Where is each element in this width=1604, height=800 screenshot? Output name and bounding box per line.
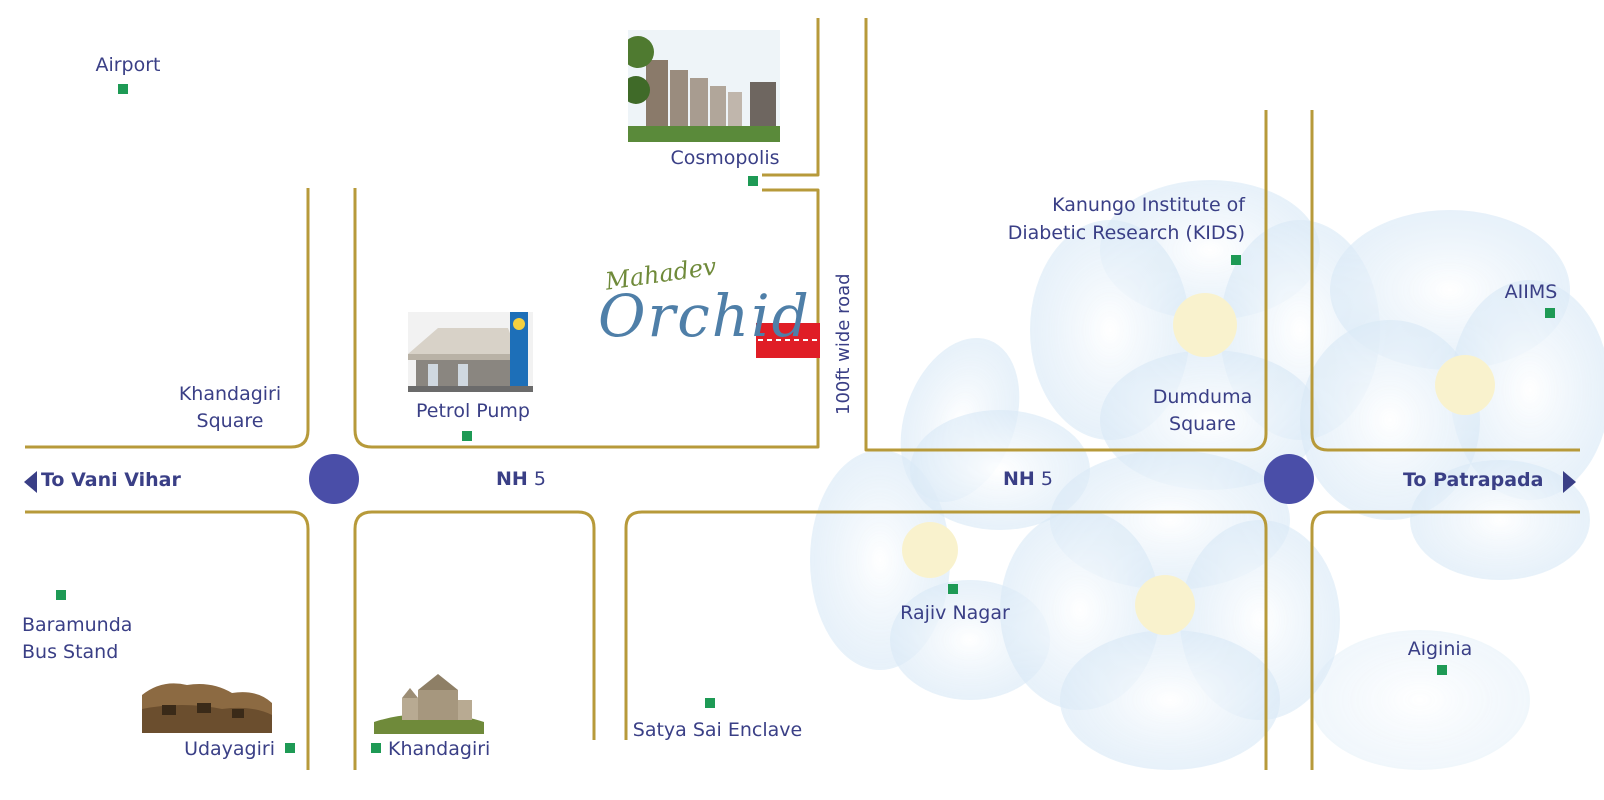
place-label-baramunda-line1: Baramunda: [22, 614, 133, 636]
place-label-khandagiri-square-line2: Square: [196, 410, 264, 432]
roundabout-icon-khandagiri: [309, 454, 359, 504]
udayagiri-photo: [142, 675, 272, 733]
cosmopolis-photo: [628, 30, 780, 142]
place-label-cosmopolis: Cosmopolis: [670, 147, 780, 169]
green-square-marker-icon: [56, 590, 66, 600]
road-100ft-label: 100ft wide road: [833, 273, 854, 415]
place-label-kids-line2: Diabetic Research (KIDS): [1007, 222, 1245, 244]
place-label-rajiv-nagar: Rajiv Nagar: [900, 602, 1010, 624]
green-square-marker-icon: [118, 84, 128, 94]
direction-east-label: To Patrapada: [1403, 469, 1544, 491]
place-label-dumduma-line1: Dumduma: [1152, 386, 1253, 408]
green-square-marker-icon: [285, 743, 295, 753]
khandagiri-temple-photo: [374, 672, 484, 734]
triangle-left-icon: [24, 471, 37, 493]
petrol-pump-photo: [408, 312, 533, 392]
place-label-airport: Airport: [95, 54, 161, 76]
place-label-khandagiri-square-line1: Khandagiri: [178, 383, 282, 405]
place-label-satya-sai-enclave: Satya Sai Enclave: [632, 719, 803, 741]
nh5-label-west: NH 5: [496, 468, 546, 490]
green-square-marker-icon: [1231, 255, 1241, 265]
direction-west-label: To Vani Vihar: [41, 469, 181, 491]
place-label-aiims: AIIMS: [1504, 281, 1558, 303]
place-label-petrol-pump: Petrol Pump: [416, 400, 530, 422]
logo-orchid: Orchid: [598, 282, 811, 350]
place-label-khandagiri: Khandagiri: [388, 738, 491, 760]
green-square-marker-icon: [1545, 308, 1555, 318]
roundabout-icon-dumduma: [1264, 454, 1314, 504]
green-square-marker-icon: [948, 584, 958, 594]
place-label-dumduma-line2: Square: [1169, 413, 1236, 435]
green-square-marker-icon: [705, 698, 715, 708]
green-square-marker-icon: [371, 743, 381, 753]
nh5-label-east: NH 5: [1003, 468, 1053, 490]
place-label-udayagiri: Udayagiri: [184, 738, 275, 760]
green-square-marker-icon: [748, 176, 758, 186]
place-label-baramunda-line2: Bus Stand: [22, 641, 119, 663]
place-label-kids-line1: Kanungo Institute of: [1052, 194, 1245, 216]
triangle-right-icon: [1563, 471, 1576, 493]
place-label-aiginia: Aiginia: [1407, 638, 1473, 660]
green-square-marker-icon: [1437, 665, 1447, 675]
green-square-marker-icon: [462, 431, 472, 441]
